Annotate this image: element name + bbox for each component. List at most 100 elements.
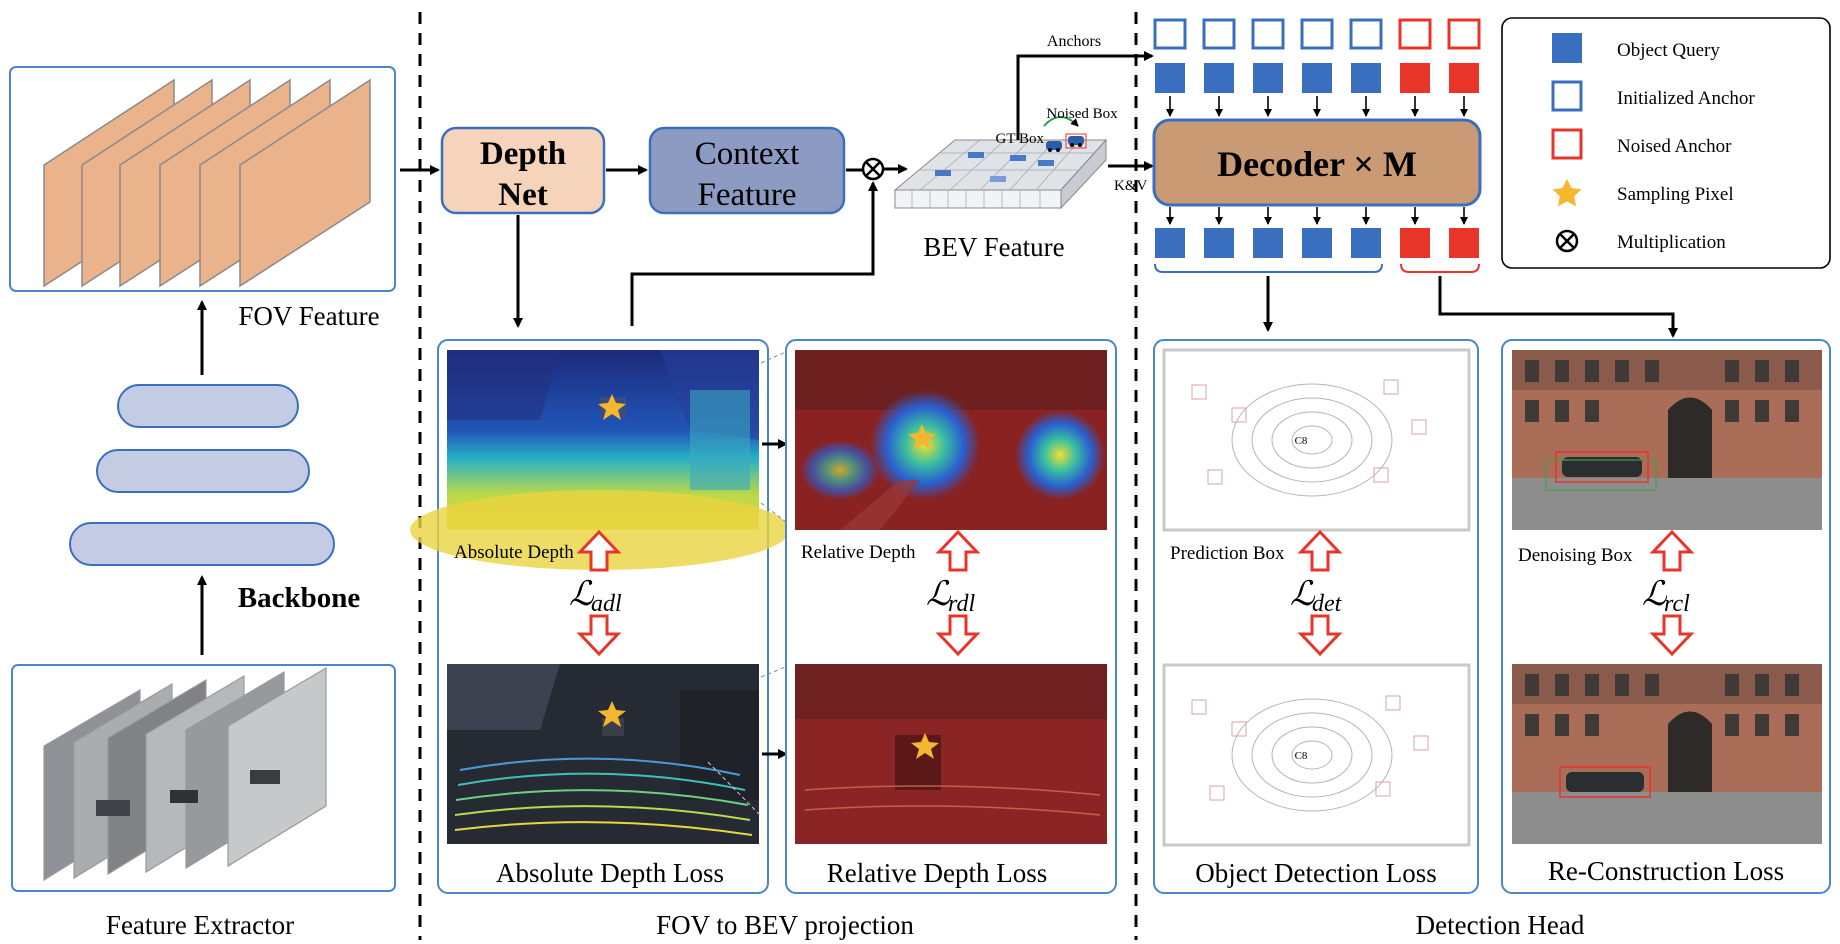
adl-loss-symbol: ℒ adl xyxy=(569,576,622,617)
initialized-anchor xyxy=(1251,18,1285,50)
depth-feedback-arrow xyxy=(630,181,878,326)
fov-feature-block xyxy=(9,66,396,292)
noised-anchor xyxy=(1398,18,1432,50)
section-title-fov-to-bev: FOV to BEV projection xyxy=(656,910,914,940)
denoising-street-image xyxy=(1512,350,1822,530)
absolute-depth-down-arrow xyxy=(576,614,622,657)
kv-label: K&V xyxy=(1114,178,1148,194)
denoising-down-arrow xyxy=(1649,614,1695,657)
query-row-input xyxy=(1155,63,1479,93)
object-query xyxy=(1253,228,1283,258)
section-title-feature-extractor: Feature Extractor xyxy=(106,910,294,940)
object-query xyxy=(1253,63,1283,93)
object-query xyxy=(1204,228,1234,258)
absolute-depth-heatmap-image xyxy=(410,350,790,570)
svg-text:rdl: rdl xyxy=(948,591,975,617)
object-query xyxy=(1204,63,1234,93)
noised-query xyxy=(1400,63,1430,93)
svg-text:ℒ: ℒ xyxy=(569,576,595,613)
initialized-anchor xyxy=(1300,18,1334,50)
depth-net-label-line2: Net xyxy=(498,177,547,213)
context-feature-box: Context Feature xyxy=(648,126,846,215)
gt-box-label: GT Box xyxy=(996,131,1045,147)
noised-box-label: Noised Box xyxy=(1046,106,1118,122)
svg-text:ℒ: ℒ xyxy=(926,576,952,613)
bev-feature-label: BEV Feature xyxy=(923,232,1064,262)
decoder-label: Decoder × M xyxy=(1217,144,1417,184)
legend-multiplication-icon xyxy=(1555,229,1579,253)
legend-item-noised-anchor: Noised Anchor xyxy=(1617,136,1732,157)
object-detection-loss-title: Object Detection Loss xyxy=(1195,858,1436,888)
car-label: C8 xyxy=(1295,435,1308,447)
object-query xyxy=(1302,63,1332,93)
zoom-line xyxy=(760,664,791,678)
reconstruction-loss-title: Re-Construction Loss xyxy=(1548,856,1784,886)
ground-truth-lidar-image xyxy=(1162,663,1471,847)
svg-text:ℒ: ℒ xyxy=(1290,576,1316,613)
legend-noised-anchor-icon xyxy=(1551,128,1583,160)
object-query-bracket xyxy=(1154,263,1383,273)
anchor-row xyxy=(1153,18,1481,50)
noised-anchor xyxy=(1447,18,1481,50)
section-title-detection-head: Detection Head xyxy=(1416,910,1585,940)
svg-text:ℒ: ℒ xyxy=(1642,576,1668,613)
noised-query xyxy=(1449,63,1479,93)
camera-images-block xyxy=(11,664,396,892)
anchors-label: Anchors xyxy=(1047,33,1101,50)
reconstruction-street-image xyxy=(1512,664,1822,844)
initialized-anchor xyxy=(1349,18,1383,50)
absolute-depth-label: Absolute Depth xyxy=(454,542,574,563)
relative-depth-loss-title: Relative Depth Loss xyxy=(827,858,1047,888)
noised-query xyxy=(1449,228,1479,258)
object-query xyxy=(1351,63,1381,93)
legend-object-query-icon xyxy=(1552,33,1582,63)
relative-depth-target-image xyxy=(795,664,1107,844)
denoising-up-arrow xyxy=(1649,529,1695,572)
prediction-box-label: Prediction Box xyxy=(1170,543,1285,564)
fov-feature-maps xyxy=(43,78,371,288)
legend-item-sampling-pixel: Sampling Pixel xyxy=(1617,184,1734,205)
relative-depth-down-arrow xyxy=(935,614,981,657)
rdl-loss-symbol: ℒ rdl xyxy=(926,576,975,617)
noise-arrow xyxy=(1043,116,1079,127)
sampling-pixel-star-4 xyxy=(911,733,939,759)
rcl-loss-symbol: ℒ rcl xyxy=(1642,576,1690,617)
absolute-depth-loss-title: Absolute Depth Loss xyxy=(496,858,724,888)
initialized-anchor xyxy=(1153,18,1187,50)
backbone-layer-middle xyxy=(96,449,310,493)
bev-feature-grid xyxy=(893,138,1108,210)
denoising-box-label: Denoising Box xyxy=(1518,545,1633,566)
backbone-layer-bottom xyxy=(69,522,335,566)
relative-depth-heatmap-image xyxy=(795,350,1107,530)
relative-depth-label: Relative Depth xyxy=(801,542,916,563)
sampling-pixel-star-1 xyxy=(598,394,626,420)
fov-feature-label: FOV Feature xyxy=(238,301,379,331)
det-loss-symbol: ℒ det xyxy=(1290,576,1343,617)
sampling-pixel-star-2 xyxy=(598,701,626,727)
depth-net-label-line1: Depth xyxy=(480,136,566,172)
legend-item-multiplication: Multiplication xyxy=(1617,232,1726,253)
object-query xyxy=(1302,228,1332,258)
backbone-layers xyxy=(69,384,335,566)
multiply-operator xyxy=(861,157,885,181)
legend-star-icon xyxy=(1552,179,1582,207)
relative-depth-up-arrow xyxy=(935,529,981,572)
legend-item-initialized-anchor: Initialized Anchor xyxy=(1617,88,1755,109)
object-query xyxy=(1155,63,1185,93)
context-feature-label-line1: Context xyxy=(695,136,800,172)
backbone-label: Backbone xyxy=(238,582,361,614)
svg-text:rcl: rcl xyxy=(1664,591,1690,617)
sampling-pixel-star-3 xyxy=(908,424,936,450)
decoder-to-output-arrows xyxy=(1166,207,1468,225)
decoder-box: Decoder × M xyxy=(1152,118,1482,207)
zoom-line xyxy=(760,349,791,364)
legend: Object Query Initialized Anchor Noised A… xyxy=(1501,17,1831,269)
query-row-output xyxy=(1155,228,1479,258)
prediction-down-arrow xyxy=(1297,614,1343,657)
depth-net-box: Depth Net xyxy=(440,126,606,215)
legend-item-object-query: Object Query xyxy=(1617,40,1720,61)
backbone-layer-top xyxy=(117,384,299,428)
context-feature-label-line2: Feature xyxy=(698,177,797,213)
camera-image-stack xyxy=(43,666,327,882)
